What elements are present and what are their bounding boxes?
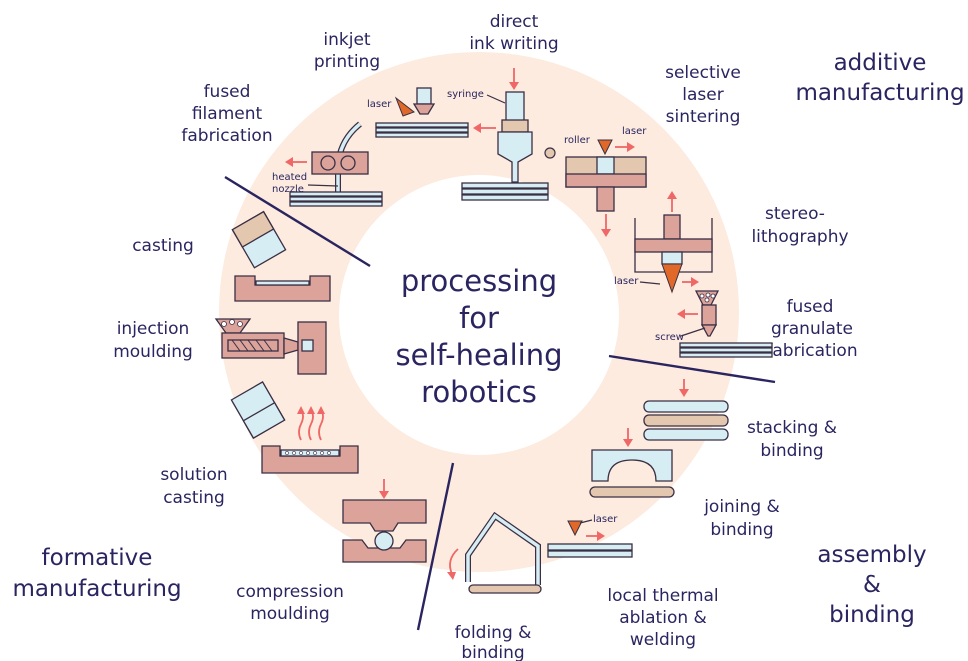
label-text: lithography xyxy=(751,227,848,247)
label-text: moulding xyxy=(113,342,193,362)
label-text: casting xyxy=(132,236,194,256)
center-title-line4: robotics xyxy=(421,375,537,409)
label-stacking-binding: stacking & binding xyxy=(747,418,837,461)
stereolithography-illustration: laser xyxy=(614,191,713,294)
label-text: folding & xyxy=(455,623,532,643)
label-folding-binding: folding & binding xyxy=(455,623,532,661)
label-text: fabrication xyxy=(181,126,272,146)
selective-laser-sintering-illustration: roller laser xyxy=(544,126,647,237)
label-local-thermal-ablation: local thermal ablation & welding xyxy=(607,586,718,650)
category-assembly: assembly & binding xyxy=(817,542,926,628)
annotation-laser: laser xyxy=(367,99,392,110)
category-additive-line1: additive xyxy=(834,50,927,76)
direct-ink-writing-illustration: syringe xyxy=(447,68,549,201)
annotation-laser-weld: laser xyxy=(593,514,618,525)
separator-additive-assembly xyxy=(608,354,776,384)
stacking-binding-illustration xyxy=(643,379,729,441)
label-text: direct xyxy=(490,12,539,32)
category-assembly-line1: assembly xyxy=(817,542,926,568)
label-text: granulate xyxy=(771,319,853,339)
label-text: ink writing xyxy=(469,34,558,54)
category-additive: additive manufacturing xyxy=(795,50,964,106)
annotation-heated-nozzle-2: nozzle xyxy=(272,184,304,195)
category-additive-line2: manufacturing xyxy=(795,80,964,106)
folding-binding-illustration xyxy=(447,511,542,594)
label-text: moulding xyxy=(250,604,330,624)
label-text: laser xyxy=(682,85,723,105)
fused-filament-illustration: heated nozzle xyxy=(272,121,383,207)
label-stereolithography: stereo- lithography xyxy=(751,204,848,247)
label-compression-moulding: compression moulding xyxy=(236,582,344,624)
center-title-line2: for xyxy=(459,301,499,335)
label-text: binding xyxy=(461,643,524,661)
annotation-laser-sla: laser xyxy=(614,276,639,287)
annotation-screw: screw xyxy=(655,332,684,343)
category-formative-line1: formative xyxy=(42,545,153,571)
label-text: selective xyxy=(665,63,741,83)
label-text: casting xyxy=(163,488,225,508)
label-text: fused xyxy=(204,82,251,102)
inkjet-printing-illustration: laser xyxy=(367,87,469,138)
label-text: binding xyxy=(760,441,823,461)
label-selective-laser-sintering: selective laser sintering xyxy=(665,63,741,127)
inner-circle xyxy=(339,175,619,455)
joining-binding-illustration xyxy=(589,428,675,498)
fused-granulate-illustration: screw xyxy=(655,290,773,358)
center-title-line3: self-healing xyxy=(396,338,563,372)
label-text: welding xyxy=(630,630,696,650)
label-text: stacking & xyxy=(747,418,837,438)
label-text: inkjet xyxy=(323,30,371,50)
label-injection-moulding: injection moulding xyxy=(113,319,193,362)
label-text: solution xyxy=(160,465,227,485)
compression-moulding-illustration xyxy=(342,479,427,563)
annotation-roller: roller xyxy=(564,135,591,146)
label-inkjet-printing: inkjet printing xyxy=(314,30,380,72)
label-fused-granulate-fabrication: fused granulate fabrication xyxy=(766,297,857,361)
label-text: binding xyxy=(710,520,773,540)
label-fused-filament-fabrication: fused filament fabrication xyxy=(181,82,272,146)
separator-additive-formative xyxy=(224,175,371,268)
label-text: joining & xyxy=(703,497,780,517)
category-assembly-line3: binding xyxy=(829,602,915,628)
center-title-line1: processing xyxy=(401,264,557,298)
label-text: local thermal xyxy=(607,586,718,606)
local-thermal-ablation-illustration: laser xyxy=(547,514,633,558)
label-text: printing xyxy=(314,52,380,72)
annotation-syringe: syringe xyxy=(447,89,484,100)
annotation-heated-nozzle-1: heated xyxy=(272,172,307,183)
label-text: compression xyxy=(236,582,344,602)
injection-moulding-illustration xyxy=(214,318,327,375)
solution-casting-illustration xyxy=(230,381,359,474)
label-text: sintering xyxy=(666,107,741,127)
label-text: fused xyxy=(787,297,834,317)
label-text: filament xyxy=(192,104,263,124)
label-text: injection xyxy=(117,319,190,339)
annotation-laser-sls: laser xyxy=(622,126,647,137)
label-text: ablation & xyxy=(619,608,707,628)
label-joining-binding: joining & binding xyxy=(703,497,780,540)
category-formative-line2: manufacturing xyxy=(12,576,181,602)
separator-formative-assembly xyxy=(416,462,455,631)
label-casting: casting xyxy=(132,236,194,256)
label-solution-casting: solution casting xyxy=(160,465,227,508)
category-formative: formative manufacturing xyxy=(12,545,181,602)
label-direct-ink-writing: direct ink writing xyxy=(469,12,558,54)
label-text: fabrication xyxy=(766,341,857,361)
casting-illustration xyxy=(231,210,331,302)
label-text: stereo- xyxy=(765,204,825,224)
category-assembly-line2: & xyxy=(863,572,881,598)
